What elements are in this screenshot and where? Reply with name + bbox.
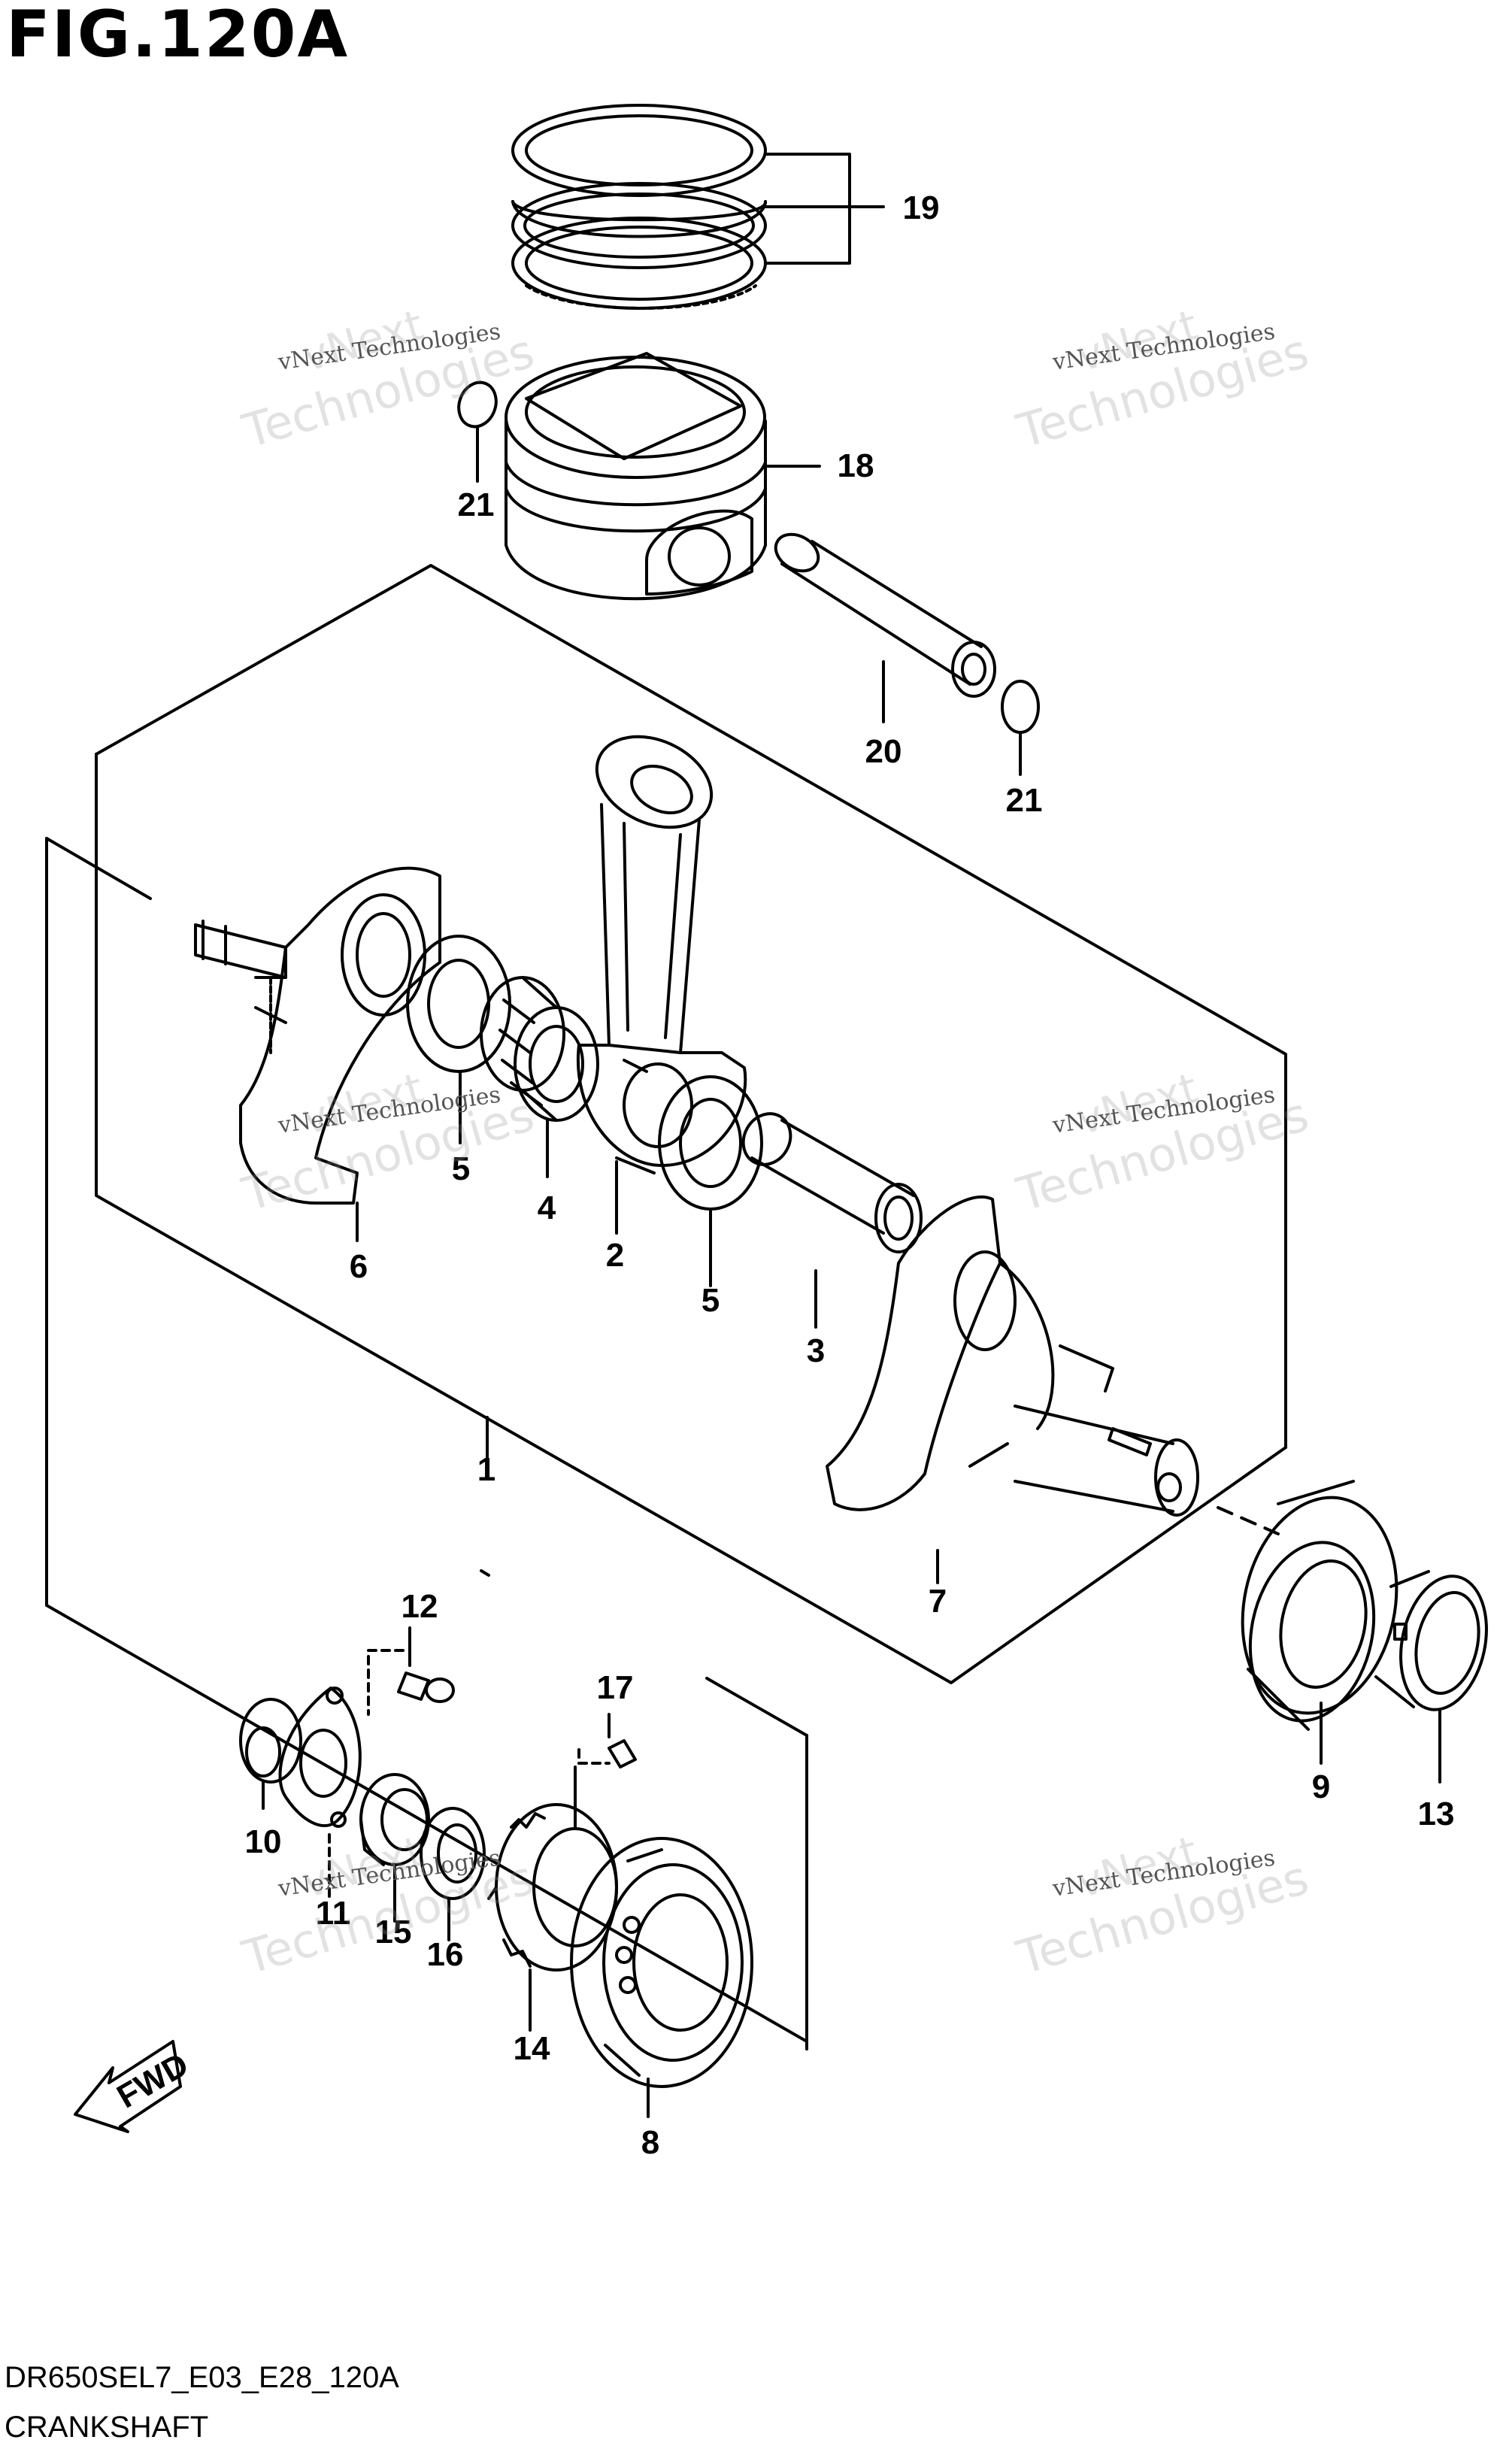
callout-3[interactable]: 3 bbox=[806, 1332, 826, 1369]
callout-14[interactable]: 14 bbox=[513, 2030, 550, 2067]
piston bbox=[505, 352, 767, 601]
callout-17[interactable]: 17 bbox=[596, 1669, 634, 1706]
callout-16[interactable]: 16 bbox=[426, 1936, 464, 1973]
callout-20[interactable]: 20 bbox=[865, 733, 902, 770]
callout-18[interactable]: 18 bbox=[837, 447, 874, 484]
piston-pin bbox=[774, 532, 996, 698]
diagram-code: DR650SEL7_E03_E28_120A bbox=[5, 2361, 399, 2394]
callout-8[interactable]: 8 bbox=[641, 2124, 660, 2161]
main-bearing-right bbox=[1241, 1480, 1398, 1731]
crank-web-right bbox=[826, 1195, 1199, 1517]
oil-seal bbox=[239, 1698, 302, 1784]
screw bbox=[367, 1626, 455, 1716]
piston-pin-circlip-upper bbox=[457, 380, 498, 429]
fwd-arrow-icon: FWD bbox=[74, 2040, 195, 2133]
callout-line-19 bbox=[764, 153, 885, 265]
key bbox=[577, 1713, 637, 1768]
crankshaft-assembly-bracket bbox=[45, 564, 1287, 2050]
crank-web-left bbox=[194, 866, 441, 1205]
washer bbox=[420, 1807, 486, 1900]
thrust-washer-left bbox=[406, 935, 511, 1073]
retainer-plate bbox=[278, 1687, 362, 1828]
figure-title: FIG.120A bbox=[6, 0, 350, 72]
callout-21[interactable]: 21 bbox=[457, 486, 495, 523]
callout-19[interactable]: 19 bbox=[902, 189, 940, 226]
connecting-rod bbox=[576, 735, 747, 1174]
callout-11[interactable]: 11 bbox=[315, 1895, 351, 1932]
callout-4[interactable]: 4 bbox=[537, 1190, 556, 1226]
callout-13[interactable]: 13 bbox=[1417, 1796, 1455, 1832]
callout-2[interactable]: 2 bbox=[605, 1237, 625, 1274]
needle-bearing bbox=[480, 976, 599, 1122]
callout-10[interactable]: 10 bbox=[244, 1823, 282, 1860]
callout-6[interactable]: 6 bbox=[349, 1248, 368, 1285]
callout-7[interactable]: 7 bbox=[928, 1583, 947, 1620]
crank-pin bbox=[741, 1112, 923, 1253]
callout-5[interactable]: 5 bbox=[701, 1282, 720, 1319]
callout-1[interactable]: 1 bbox=[477, 1451, 496, 1488]
section-name: CRANKSHAFT bbox=[5, 2411, 209, 2444]
callout-5[interactable]: 5 bbox=[451, 1150, 471, 1187]
piston-rings bbox=[511, 104, 767, 310]
callout-9[interactable]: 9 bbox=[1311, 1768, 1331, 1805]
callout-21[interactable]: 21 bbox=[1005, 782, 1043, 819]
axis-line-right bbox=[1217, 1506, 1280, 1535]
crankshaft-lock-nut bbox=[1374, 1570, 1488, 1711]
callout-12[interactable]: 12 bbox=[401, 1588, 438, 1625]
primary-drive-gear bbox=[487, 1765, 618, 1972]
piston-pin-circlip-lower bbox=[1001, 680, 1040, 734]
callout-15[interactable]: 15 bbox=[374, 1914, 412, 1950]
main-bearing-left bbox=[570, 1837, 753, 2088]
